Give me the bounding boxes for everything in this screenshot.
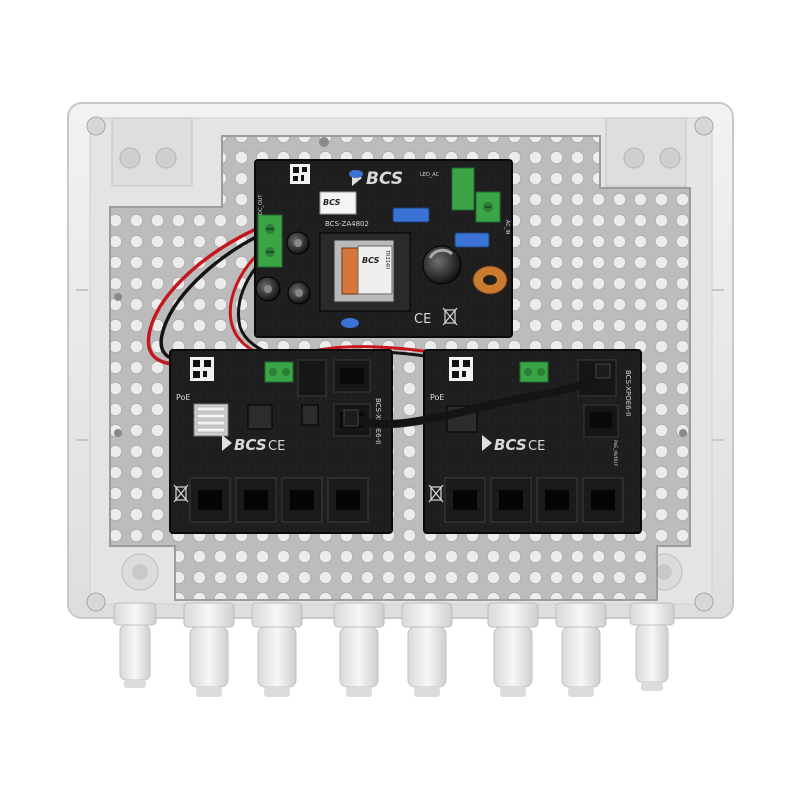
cable-gland [251,602,303,697]
dc-out-terminal [257,214,283,268]
cable-gland [401,602,453,697]
poe-in-out-label: PoE_IN/OUT [612,440,618,466]
rj45-port [297,359,327,397]
bcs-logo-mark [482,435,492,451]
led-ac-label: LED_AC [420,172,440,178]
transformer-brand: BCS [362,256,380,265]
poe-switch-right: PoE BCS CE BCS-XPOE6-II PoE_IN/OUT [423,349,642,534]
weee-bin-icon [442,307,458,326]
right-side-label: BCS-XPOE6-II [624,370,632,416]
left-ce-mark: CE [268,439,285,454]
bcs-logo-mark [222,435,232,451]
power-terminal [264,361,294,383]
right-ce-mark: CE [528,439,545,454]
cable-gland [113,602,157,688]
cable-gland [183,602,235,697]
cable-gland [333,602,385,697]
weee-bin-icon [428,484,444,503]
y-capacitor [341,318,359,328]
psu-model: BCS-ZA4802 [325,220,369,228]
transformer-code: TR314II [384,249,390,269]
x-capacitor [454,232,490,248]
rj45-port-row [444,477,624,523]
psu-sticker-brand: BCS [323,198,341,207]
left-brand: BCS [234,436,267,454]
cable-gland [487,602,539,697]
cable-gland [629,602,675,691]
psu-ce-mark: CE [414,312,431,327]
switch-ic [247,404,273,430]
poe-switch-left: PoE BCS CE BCS-XPOE6-II [169,349,393,534]
weee-bin-icon [173,484,189,503]
rj45-port-row [189,477,369,523]
patch-cable [351,368,604,429]
cable-gland [555,602,607,697]
power-terminal [519,361,549,383]
cable-glands [113,602,675,697]
ac-in-label: AC_IN [504,220,510,235]
right-brand: BCS [494,436,527,454]
dc-out-label: DC_OUT [258,194,264,215]
left-poe-label: PoE [176,393,191,402]
right-poe-label: PoE [430,393,445,402]
psu-board: BCS LED_AC BCS BCS-ZA4802 DC_OUT BCS TR3… [254,159,513,338]
x-capacitor [392,207,430,223]
ac-in-terminal [451,167,475,211]
psu-brand: BCS [366,169,403,189]
